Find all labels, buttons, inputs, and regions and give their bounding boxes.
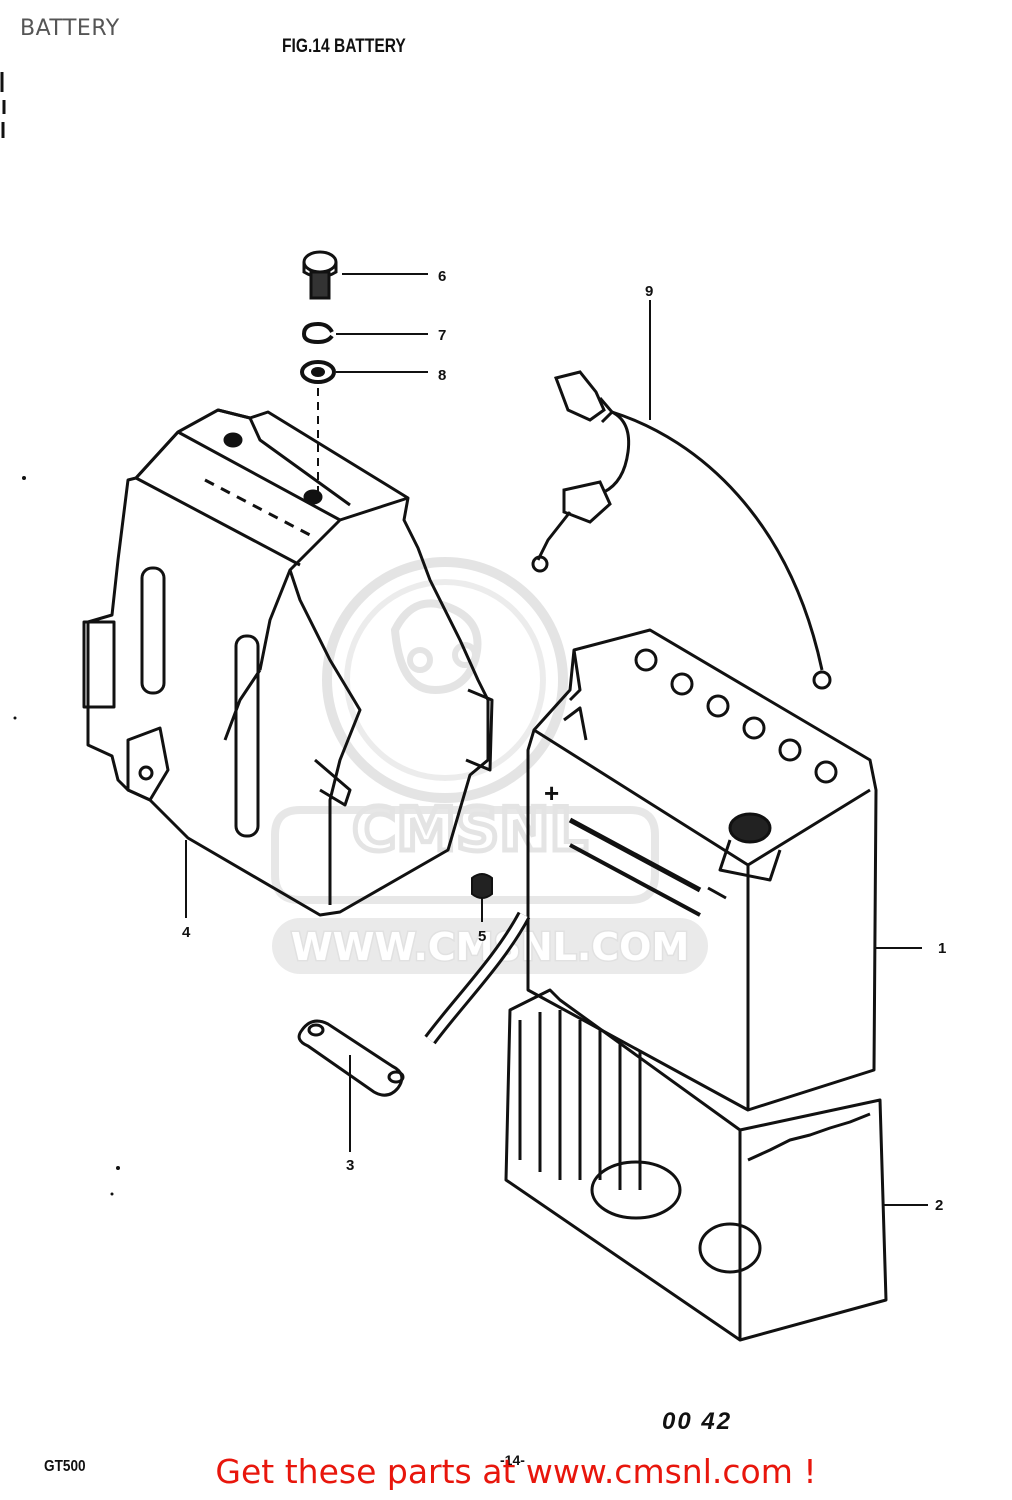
lock-washer-drawing [301, 321, 334, 345]
callout-2: 2 [935, 1197, 943, 1214]
page-number: -14- [500, 1452, 525, 1468]
callout-7: 7 [438, 327, 446, 344]
washer-drawing [300, 360, 336, 384]
callout-4: 4 [182, 924, 191, 941]
figure-title: FIG.14 BATTERY [282, 36, 406, 57]
callout-5: 5 [478, 928, 486, 945]
svg-text:+: + [544, 778, 559, 808]
watermark-logo: CMSNL WWW.CMSNL.COM [271, 557, 708, 974]
callout-8: 8 [438, 367, 446, 384]
cover-cushion-drawing [471, 873, 493, 899]
page-title: BATTERY [20, 16, 120, 41]
callout-9: 9 [645, 283, 653, 300]
callout-3: 3 [346, 1157, 354, 1174]
battery-tray-drawing [504, 988, 888, 1342]
fuse-lead-drawing [531, 370, 832, 690]
watermark-brand: CMSNL [352, 795, 587, 865]
callout-numbers: 1 2 3 4 5 6 7 8 9 [182, 268, 946, 1214]
promo-link[interactable]: Get these parts at www.cmsnl.com ! [215, 1452, 817, 1491]
leader-lines [185, 273, 928, 1206]
callout-1: 1 [938, 940, 946, 957]
terminal-link-drawing [297, 1019, 405, 1097]
drawing-code: 00 42 [662, 1408, 733, 1435]
bolt-drawing [302, 250, 338, 300]
model-label: GT500 [44, 1458, 86, 1475]
scan-specks [0, 72, 120, 1196]
battery-drawing: + [424, 628, 878, 1112]
battery-cover-drawing [82, 408, 494, 917]
callout-6: 6 [438, 268, 446, 285]
